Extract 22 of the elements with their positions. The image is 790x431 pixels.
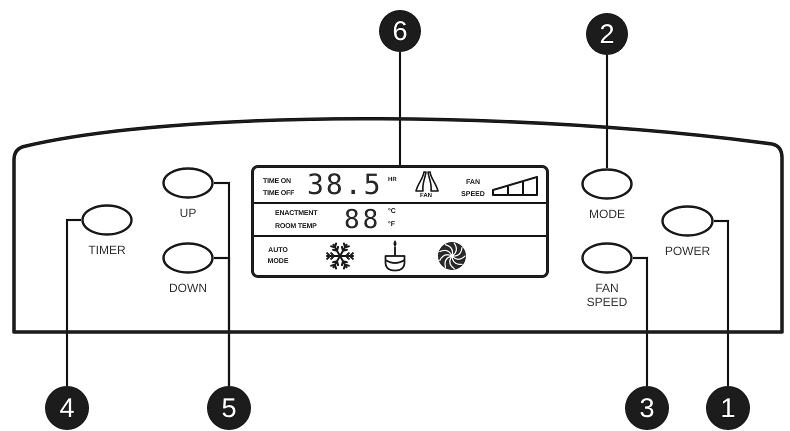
leader-line xyxy=(606,55,608,168)
callout-number: 2 xyxy=(586,13,628,55)
leader-line xyxy=(214,256,230,386)
callout-number: 5 xyxy=(207,386,251,430)
button-label: DOWN xyxy=(169,281,207,295)
button-label: POWER xyxy=(664,244,710,258)
leader-line xyxy=(66,218,81,386)
button-label: MODE xyxy=(589,207,625,221)
button-label: TIMER xyxy=(88,243,126,257)
button-label: UP xyxy=(180,206,196,220)
callout-number: 1 xyxy=(706,386,750,430)
callout-number: 6 xyxy=(379,10,421,52)
display-row xyxy=(254,168,546,204)
leader-line xyxy=(398,52,402,165)
callout-number: 4 xyxy=(45,386,89,430)
digital-readout: 38.5 xyxy=(307,171,382,199)
button-label: FAN SPEED xyxy=(586,281,628,309)
leader-line xyxy=(633,256,648,386)
digital-readout: 88 xyxy=(344,207,382,233)
lcd-display xyxy=(251,165,549,278)
leader-line xyxy=(714,220,730,386)
callout-number: 3 xyxy=(625,386,669,430)
